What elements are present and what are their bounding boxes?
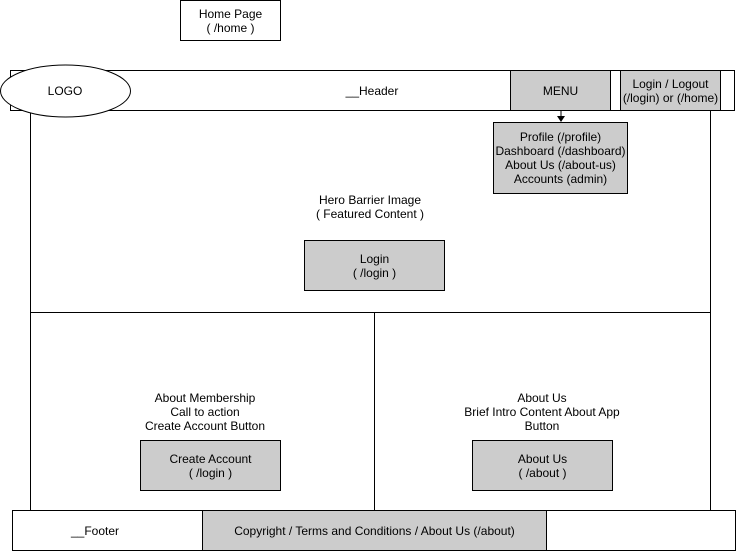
- login-logout-button[interactable]: Login / Logout (/login) or (/home): [620, 70, 721, 111]
- menu-item-about-us[interactable]: About Us (/about-us): [505, 158, 616, 172]
- menu-item-accounts[interactable]: Accounts (admin): [513, 172, 608, 186]
- hero-login-button[interactable]: Login ( /login ): [304, 240, 445, 291]
- menu-item-profile[interactable]: Profile (/profile): [519, 130, 602, 144]
- membership-text: About Membership Call to action Create A…: [144, 391, 266, 433]
- menu-arrow: [557, 110, 565, 122]
- body-right-border: [710, 110, 711, 511]
- section-divider: [374, 312, 375, 511]
- logo-text: LOGO: [47, 84, 83, 98]
- page-title: Home Page: [198, 6, 263, 21]
- hero-text: Hero Barrier Image ( Featured Content ): [315, 193, 425, 221]
- menu-item-dashboard[interactable]: Dashboard (/dashboard): [495, 144, 626, 158]
- about-text: About Us Brief Intro Content About App B…: [464, 391, 620, 433]
- logo-ellipse: [0, 64, 131, 118]
- page-label: Home Page ( /home ): [180, 0, 281, 41]
- body-left-border: [30, 110, 31, 511]
- menu-button[interactable]: MENU: [510, 70, 611, 111]
- footer-label: __Footer: [70, 524, 120, 538]
- footer-links[interactable]: Copyright / Terms and Conditions / About…: [202, 510, 547, 551]
- about-us-button[interactable]: About Us ( /about ): [472, 440, 613, 491]
- create-account-button[interactable]: Create Account ( /login ): [140, 440, 281, 491]
- menu-dropdown: Profile (/profile) Dashboard (/dashboard…: [493, 122, 628, 194]
- header-label: __Header: [345, 84, 399, 98]
- logo[interactable]: [0, 64, 132, 118]
- page-route: ( /home ): [206, 20, 255, 35]
- hero-divider: [30, 312, 711, 313]
